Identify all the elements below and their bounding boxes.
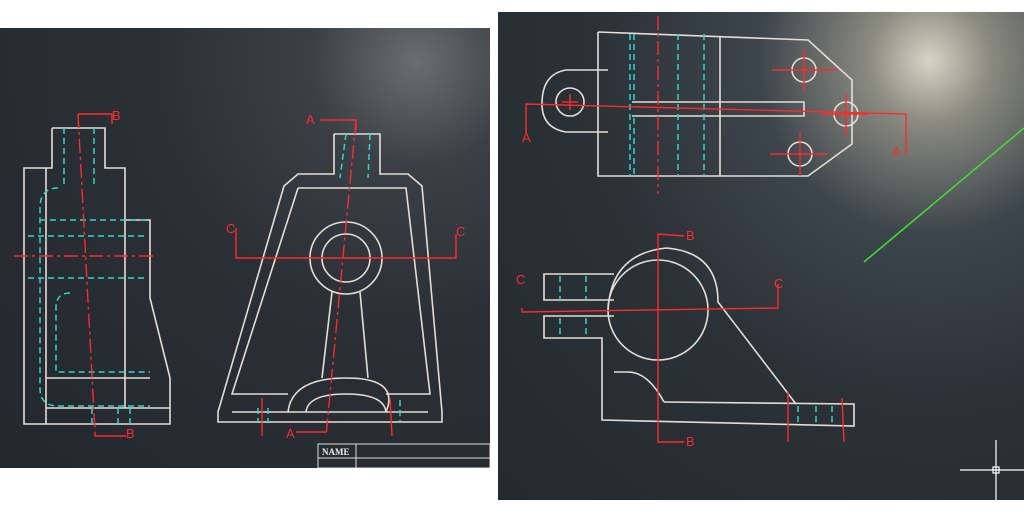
section-label-b-bottom: B [126,426,135,441]
left-drawing-photo: B B A [0,28,490,468]
side-view-centerlines [14,113,156,437]
title-block [317,443,490,468]
section-label-a-left: A [522,130,531,145]
title-block-name-label: NAME [322,447,350,457]
section-label-b-top: B [112,108,121,123]
top-view-hidden [629,34,705,176]
front-view-centerlines [235,119,457,437]
section-label-c-right-right: C [774,276,783,291]
section-label-b-top-right: B [686,228,695,243]
side-view-hidden [28,128,150,424]
bottom-view-hidden [559,276,833,426]
right-drawing-photo: A A B B C C [498,12,1024,500]
green-construction-line [863,127,1024,263]
top-view-centerlines [525,16,907,194]
front-view [217,133,443,423]
section-label-b-bottom-right: B [686,434,695,449]
left-drawing-canvas: B B A [14,108,490,468]
section-label-c-right: C [456,224,465,239]
front-view-hidden [257,133,401,422]
right-drawing-canvas: A A B B C C [516,16,1024,500]
section-label-c-left: C [226,221,235,236]
bottom-view [543,247,855,427]
section-label-a-bottom: A [286,426,295,441]
section-label-a-top: A [306,112,315,127]
bottom-view-centerlines [521,233,845,443]
section-label-a-right: A [892,144,901,159]
section-label-c-left-right: C [516,272,525,287]
side-view [23,127,171,425]
crosshair-cursor [960,440,1024,500]
